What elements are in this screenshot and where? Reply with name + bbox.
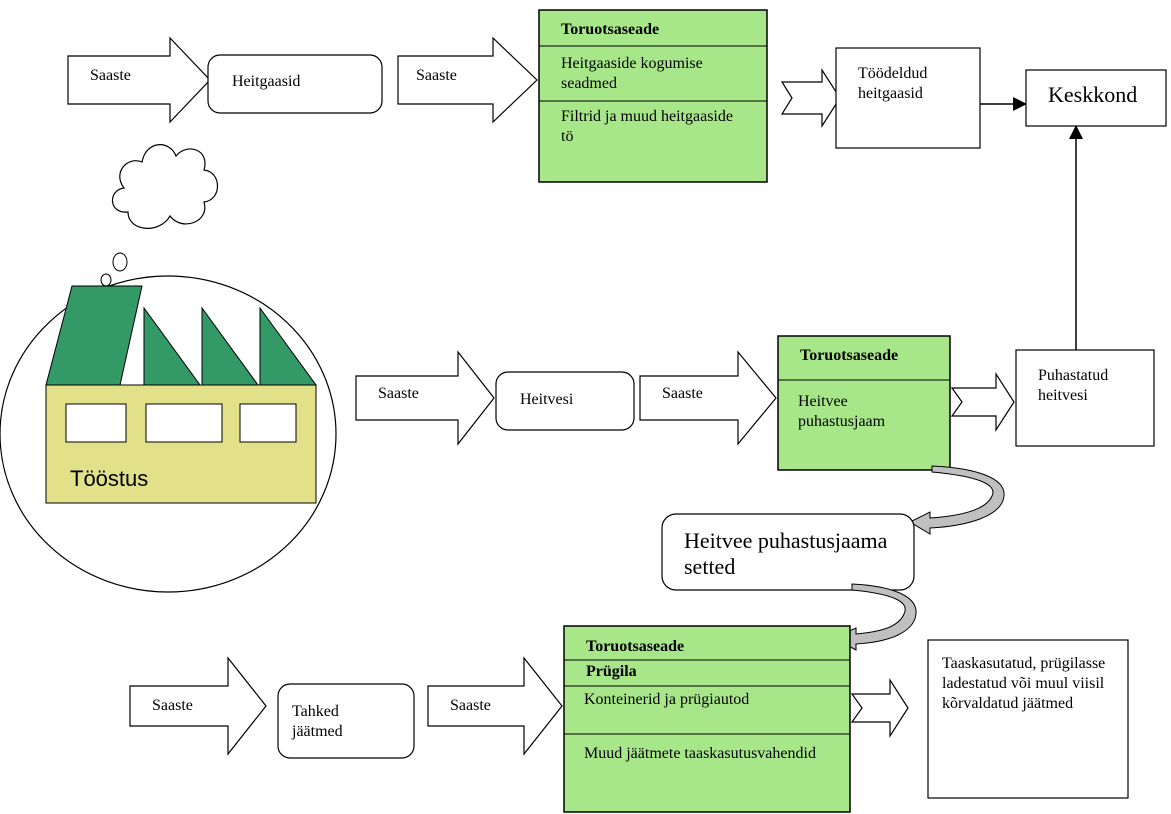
factory-window bbox=[145, 403, 223, 443]
box-item-top-1: Heitgaaside kogumise seadmed bbox=[561, 55, 703, 92]
puhastatud-heitvesi-box bbox=[1015, 349, 1155, 447]
toruotsaseade-box-bottom bbox=[563, 625, 851, 813]
sludge-curved-arrow-2 bbox=[832, 583, 917, 651]
saaste-arrow-middle-2 bbox=[639, 350, 777, 446]
saaste-arrow-bottom-1 bbox=[129, 656, 267, 756]
box-title-bottom: Toruotsaseade bbox=[586, 638, 685, 655]
output-arrow-top bbox=[780, 67, 841, 129]
puhastatud-heitvesi-label: Puhastatud heitvesi bbox=[1038, 367, 1109, 404]
keskkond-label: Keskkond bbox=[1048, 82, 1138, 107]
saaste-label-top-2: Saaste bbox=[416, 67, 457, 84]
saaste-arrow-bottom-2 bbox=[427, 656, 563, 756]
smoke-cloud-icon bbox=[111, 144, 218, 229]
toodeldud-heitgaasid-box bbox=[835, 47, 981, 149]
box-item-bottom-1: Konteinerid ja prügiautod bbox=[584, 691, 750, 708]
saaste-arrow-top-2 bbox=[397, 36, 538, 124]
factory-window bbox=[65, 403, 127, 443]
output-arrow-middle bbox=[950, 371, 1015, 433]
saaste-label-bottom-1: Saaste bbox=[152, 697, 193, 714]
heitvesi-label: Heitvesi bbox=[520, 391, 574, 408]
saaste-arrow-middle-1 bbox=[355, 350, 495, 446]
sludge-curved-arrow-1 bbox=[908, 465, 1005, 535]
keskkond-box bbox=[1025, 69, 1167, 127]
box-item-top-2: Filtrid ja muud heitgaaside tö bbox=[561, 108, 733, 145]
saaste-label-middle-2: Saaste bbox=[662, 385, 703, 402]
tahked-jaatmed-box bbox=[277, 683, 415, 759]
factory-label: Tööstus bbox=[70, 466, 149, 491]
setted-box bbox=[661, 513, 915, 591]
heitgaasid-label: Heitgaasid bbox=[232, 73, 301, 90]
toruotsaseade-box-top bbox=[538, 9, 768, 183]
toodeldud-heitgaasid-label: Töödeldud heitgaasid bbox=[858, 65, 928, 102]
output-arrow-bottom bbox=[850, 677, 909, 739]
heitgaasid-box bbox=[207, 54, 383, 114]
smoke-puff-icon bbox=[100, 273, 112, 287]
result-label: Taaskasutatud, prügilasse ladestatud või… bbox=[942, 655, 1106, 712]
box-item-middle-1: Heitvee puhastusjaam bbox=[798, 393, 886, 430]
saaste-arrow-top-1 bbox=[67, 36, 211, 124]
heitvesi-box bbox=[495, 371, 635, 431]
saaste-label-middle-1: Saaste bbox=[378, 385, 419, 402]
smoke-puff-icon bbox=[112, 252, 128, 272]
saaste-label-bottom-2: Saaste bbox=[450, 697, 491, 714]
saaste-label-top-1: Saaste bbox=[90, 67, 131, 84]
box-title-top: Toruotsaseade bbox=[561, 21, 660, 38]
factory-window bbox=[239, 403, 297, 443]
toruotsaseade-box-middle bbox=[777, 335, 951, 471]
tahked-jaatmed-label: Tahked jäätmed bbox=[292, 703, 343, 740]
result-box bbox=[927, 639, 1129, 799]
box-subtitle-bottom: Prügila bbox=[586, 663, 637, 680]
box-item-bottom-2: Muud jäätmete taaskasutusvahendid bbox=[584, 745, 816, 762]
box-title-middle: Toruotsaseade bbox=[800, 347, 899, 364]
setted-label: Heitvee puhastusjaama setted bbox=[684, 528, 888, 579]
